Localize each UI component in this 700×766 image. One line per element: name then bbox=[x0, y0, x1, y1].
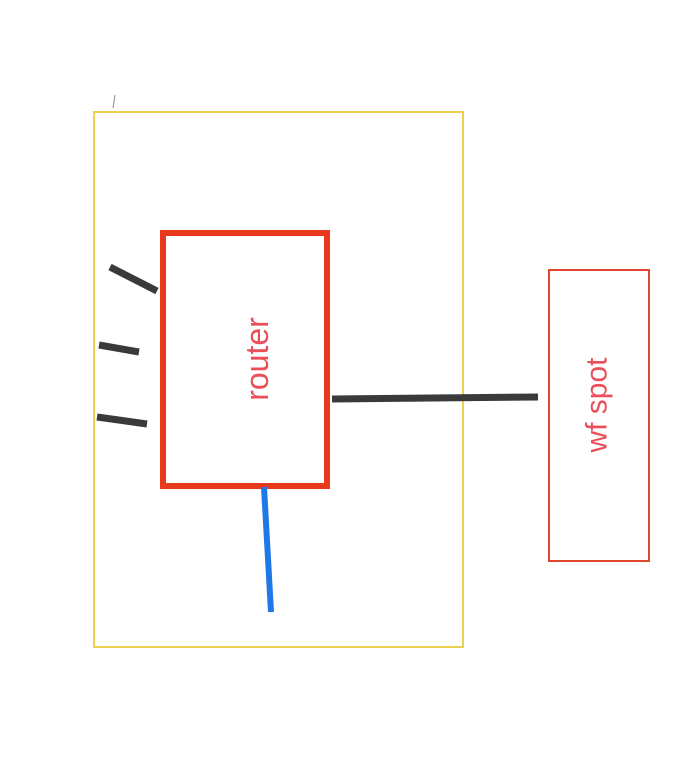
router-to-wf-spot-wire bbox=[331, 393, 539, 403]
antenna-line-2 bbox=[98, 341, 140, 356]
router-label: router bbox=[239, 317, 275, 401]
wf-spot-box bbox=[548, 269, 650, 562]
container-box bbox=[93, 111, 464, 648]
antenna-line-3 bbox=[96, 413, 148, 428]
wf-spot-label: wf spot bbox=[581, 357, 614, 454]
router-box bbox=[160, 230, 330, 489]
antenna-line-1 bbox=[108, 263, 159, 295]
stray-mark bbox=[112, 94, 116, 109]
blue-cable bbox=[261, 486, 274, 613]
